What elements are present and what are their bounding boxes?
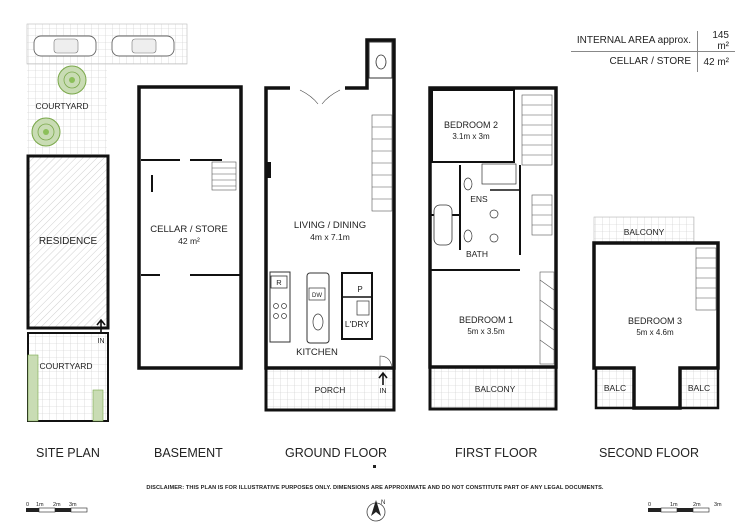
basin-icon bbox=[489, 233, 499, 243]
basement-plan: CELLAR / STORE 42 m² bbox=[137, 85, 243, 370]
garden-bed bbox=[27, 354, 39, 422]
scale-bar-right: 0 1m 2m 3m bbox=[648, 502, 722, 513]
scale-tick-label: 1m bbox=[36, 502, 44, 508]
area-cellar-label: CELLAR / STORE bbox=[571, 52, 698, 72]
first-floor-plan: BEDROOM 2 3.1m x 3m ENS BATH BEDROOM 1 5… bbox=[428, 86, 558, 411]
area-cellar-value: 42 m² bbox=[703, 56, 729, 68]
scale-tick-label: 2m bbox=[53, 502, 61, 508]
residence-footprint bbox=[26, 154, 110, 330]
disclaimer-text: DISCLAIMER: THIS PLAN IS FOR ILLUSTRATIV… bbox=[146, 485, 604, 491]
basin-icon bbox=[489, 209, 499, 219]
garden-bed bbox=[92, 389, 104, 422]
living-size: 4m x 7.1m bbox=[310, 232, 350, 242]
second-floor-outline bbox=[592, 241, 720, 410]
ground-entry-label: IN bbox=[380, 388, 387, 395]
site-entry-label: IN bbox=[98, 338, 105, 345]
laundry-label: L'DRY bbox=[345, 319, 369, 329]
stairs-icon bbox=[211, 161, 237, 191]
balc-right-label: BALC bbox=[688, 383, 710, 393]
tree-icon bbox=[31, 117, 61, 147]
area-row-internal: INTERNAL AREA approx. 145 m² bbox=[571, 30, 735, 52]
area-row-cellar: CELLAR / STORE 42 m² bbox=[571, 52, 735, 72]
wardrobe-icon bbox=[539, 271, 555, 365]
title-site-plan: SITE PLAN bbox=[36, 446, 100, 460]
north-label: N bbox=[381, 500, 385, 506]
kitchen-label: KITCHEN bbox=[296, 347, 338, 358]
fridge-label: R bbox=[276, 278, 282, 287]
title-first-floor: FIRST FLOOR bbox=[455, 446, 538, 460]
stairs-icon bbox=[695, 247, 717, 311]
scale-tick-label: 3m bbox=[714, 502, 722, 508]
area-table: INTERNAL AREA approx. 145 m² CELLAR / ST… bbox=[571, 30, 735, 72]
stairs-icon bbox=[521, 94, 553, 236]
bedroom-1-label: BEDROOM 1 bbox=[459, 315, 513, 325]
scale-tick-label: 2m bbox=[693, 502, 701, 508]
area-internal-value: 145 m² bbox=[712, 30, 729, 52]
sink-icon bbox=[312, 313, 324, 331]
title-second-floor: SECOND FLOOR bbox=[599, 446, 700, 460]
site-plan: COURTYARD RESIDENCE COURTYARD IN bbox=[26, 23, 188, 422]
center-marker bbox=[373, 465, 376, 468]
bedroom-3-size: 5m x 4.6m bbox=[636, 328, 674, 337]
balc-left-label: BALC bbox=[604, 383, 626, 393]
ground-floor-outline bbox=[264, 38, 396, 370]
north-compass-icon: N bbox=[366, 500, 386, 522]
scale-tick-label: 0 bbox=[26, 502, 29, 508]
living-label: LIVING / DINING bbox=[294, 220, 366, 231]
bedroom-2-walls bbox=[431, 89, 515, 163]
bedroom-2-label: BEDROOM 2 bbox=[444, 120, 498, 130]
first-balcony-label: BALCONY bbox=[475, 384, 516, 394]
tree-icon bbox=[57, 65, 87, 95]
second-floor-plan: BALCONY BEDROOM 3 5m x 4.6m BALC BALC bbox=[592, 216, 720, 410]
stairs-icon bbox=[371, 114, 393, 212]
pantry-label: P bbox=[357, 285, 362, 294]
scale-tick-label: 0 bbox=[648, 502, 651, 508]
bath-label: BATH bbox=[466, 249, 488, 259]
residence-label: RESIDENCE bbox=[39, 236, 98, 247]
toilet-icon bbox=[463, 229, 473, 243]
bedroom-2-size: 3.1m x 3m bbox=[452, 132, 490, 141]
fridge-icon bbox=[270, 275, 288, 289]
second-balcony-label: BALCONY bbox=[624, 227, 665, 237]
courtyard-top-label: COURTYARD bbox=[35, 101, 88, 111]
entry-arrow-icon bbox=[378, 371, 388, 385]
scale-tick-label: 3m bbox=[69, 502, 77, 508]
scale-tick-label: 1m bbox=[670, 502, 678, 508]
basement-outline bbox=[137, 85, 243, 370]
kitchen-island bbox=[306, 272, 330, 344]
dishwasher-label: DW bbox=[312, 293, 322, 299]
title-basement: BASEMENT bbox=[154, 446, 223, 460]
cooktop-icon bbox=[273, 303, 287, 319]
pantry-laundry-walls bbox=[341, 272, 373, 340]
bedroom-3-label: BEDROOM 3 bbox=[628, 316, 682, 326]
cellar-size: 42 m² bbox=[178, 236, 200, 246]
second-balcony-paving bbox=[593, 216, 695, 244]
area-internal-label: INTERNAL AREA approx. bbox=[571, 31, 698, 51]
cellar-label: CELLAR / STORE bbox=[150, 224, 227, 235]
title-ground-floor: GROUND FLOOR bbox=[285, 446, 388, 460]
bathtub-icon bbox=[433, 204, 453, 246]
bedroom-1-size: 5m x 3.5m bbox=[467, 327, 505, 336]
car-icon bbox=[33, 35, 97, 57]
porch-label: PORCH bbox=[315, 385, 346, 395]
toilet-icon bbox=[463, 177, 473, 191]
car-icon bbox=[111, 35, 175, 57]
kitchen-bench bbox=[269, 271, 291, 343]
scale-bar-left: 0 1m 2m 3m bbox=[26, 502, 88, 513]
toilet-icon bbox=[375, 54, 387, 70]
courtyard-bottom-label: COURTYARD bbox=[39, 361, 92, 371]
ground-floor-plan: LIVING / DINING 4m x 7.1m KITCHEN L'DRY … bbox=[264, 38, 396, 412]
entry-arrow-icon bbox=[96, 318, 106, 332]
ensuite-label: ENS bbox=[470, 194, 488, 204]
